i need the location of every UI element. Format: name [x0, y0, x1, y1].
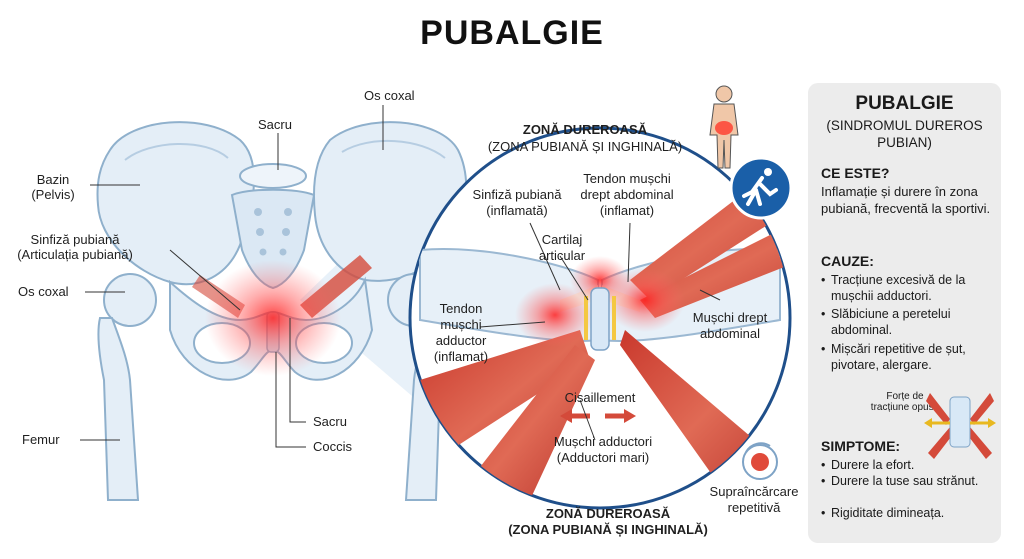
label-zona-dureroasa-top: ZONĂ DUREROASĂ: [523, 122, 648, 137]
zoom-left-adductor: [420, 330, 590, 470]
info-subtitle-line1: (SINDROMUL DUREROS: [826, 118, 983, 133]
zoom-left-adductor: [470, 345, 595, 500]
repeat-load-icon: [742, 442, 778, 480]
left-femur: [97, 317, 140, 501]
label-zona-pubiana-bottom: (ZONA PUBIANĂ ȘI INGHINALĂ): [508, 522, 708, 537]
label-femur: Femur: [22, 432, 60, 447]
label-tendon-abd-2: drept abdominal: [580, 187, 673, 202]
label-muschi-drept-1: Mușchi drept: [693, 310, 768, 325]
info-panel-title: PUBALGIE: [855, 93, 954, 114]
simptome-heading: SIMPTOME:: [821, 438, 901, 454]
left-femur-head: [103, 273, 157, 327]
label-articulatia-pubiana: (Articulația pubiană): [17, 247, 133, 262]
label-os-coxal-left: Os coxal: [18, 284, 69, 299]
label-os-coxal-top: Os coxal: [364, 88, 415, 103]
label-zoom-sinfiza: Sinfiză pubiană: [473, 187, 563, 202]
label-supraincarcare: Supraîncărcare: [710, 484, 799, 499]
page-title: PUBALGIE: [420, 14, 604, 52]
label-tendon-abd-3: (inflamat): [600, 203, 654, 218]
zoom-circle: ZONĂ DUREROASĂ (ZONA PUBIANĂ ȘI INGHINAL…: [408, 122, 792, 510]
pelvis-illustration: Os coxal Sacru Bazin (Pelvis) Sinfiză pu…: [17, 88, 468, 501]
label-articular: articular: [539, 248, 586, 263]
label-tendon-add-1: Tendon: [440, 301, 483, 316]
label-muschi-drept-2: abdominal: [700, 326, 760, 341]
simptome-item: Durere la tuse sau strănut.: [821, 473, 1009, 489]
label-tendon-add-4: (inflamat): [434, 349, 488, 364]
label-zona-pubiana-top: (ZONA PUBIANĂ ȘI INGHINALĂ): [488, 139, 682, 154]
cauze-item: Slăbiciune a peretelui abdominal.: [821, 306, 1009, 338]
label-sacru-bottom: Sacru: [313, 414, 347, 429]
info-subtitle-line2: PUBIAN): [877, 135, 932, 150]
label-repetitiva: repetitivă: [728, 500, 782, 515]
label-tendon-abd-1: Tendon mușchi: [583, 171, 671, 186]
simptome-item: Rigiditate dimineața.: [821, 505, 1009, 521]
label-sinfiza-pubiana: Sinfiză pubiană: [31, 232, 121, 247]
label-muschi-add-2: (Adductori mari): [557, 450, 649, 465]
cauze-item: Tracțiune excesivă de la mușchii adducto…: [821, 272, 1009, 304]
forte-line1: Forțe de: [886, 391, 924, 402]
zoom-abdominal-muscle: [640, 210, 790, 318]
label-cartilaj: Cartilaj: [542, 232, 583, 247]
label-tendon-add-2: mușchi: [440, 317, 481, 332]
label-muschi-add-1: Mușchi adductori: [554, 434, 652, 449]
label-tendon-add-3: adductor: [436, 333, 487, 348]
cauze-item: Mișcări repetitive de șut, pivotare, ale…: [821, 341, 1009, 373]
forte-line2: tracțiune opuse: [870, 402, 940, 413]
ce-este-heading: CE ESTE?: [821, 165, 890, 181]
pelvis-inflammation-glow: [205, 260, 341, 376]
ce-este-text: Inflamație și durere în zona pubiană, fr…: [821, 184, 991, 216]
label-zoom-sinfiza-inflamata: (inflamată): [486, 203, 547, 218]
label-bazin: Bazin: [37, 172, 70, 187]
left-iliac-wing: [96, 121, 255, 286]
label-pelvis: (Pelvis): [31, 187, 74, 202]
label-cisaillement: Cisaillement: [565, 390, 636, 405]
simptome-item: Durere la efort.: [821, 457, 1009, 473]
info-panel-subtitle: (SINDROMUL DUREROS PUBIAN): [808, 117, 1001, 151]
label-zona-dureroasa-bottom: ZONĂ DUREROASĂ: [546, 506, 671, 521]
zoom-cartilage: [590, 287, 610, 351]
opposing-forces-diagram: [924, 393, 996, 459]
vertebra-disc: [239, 163, 307, 189]
runner-icon: [729, 156, 793, 220]
label-coccis: Coccis: [313, 439, 353, 454]
info-panel: PUBALGIE (SINDROMUL DUREROS PUBIAN) CE E…: [808, 83, 1001, 543]
forte-label: Forțe de tracțiune opuse: [870, 391, 940, 413]
label-sacru-top: Sacru: [258, 117, 292, 132]
cauze-heading: CAUZE:: [821, 253, 874, 269]
human-figure-icon: [709, 85, 739, 169]
